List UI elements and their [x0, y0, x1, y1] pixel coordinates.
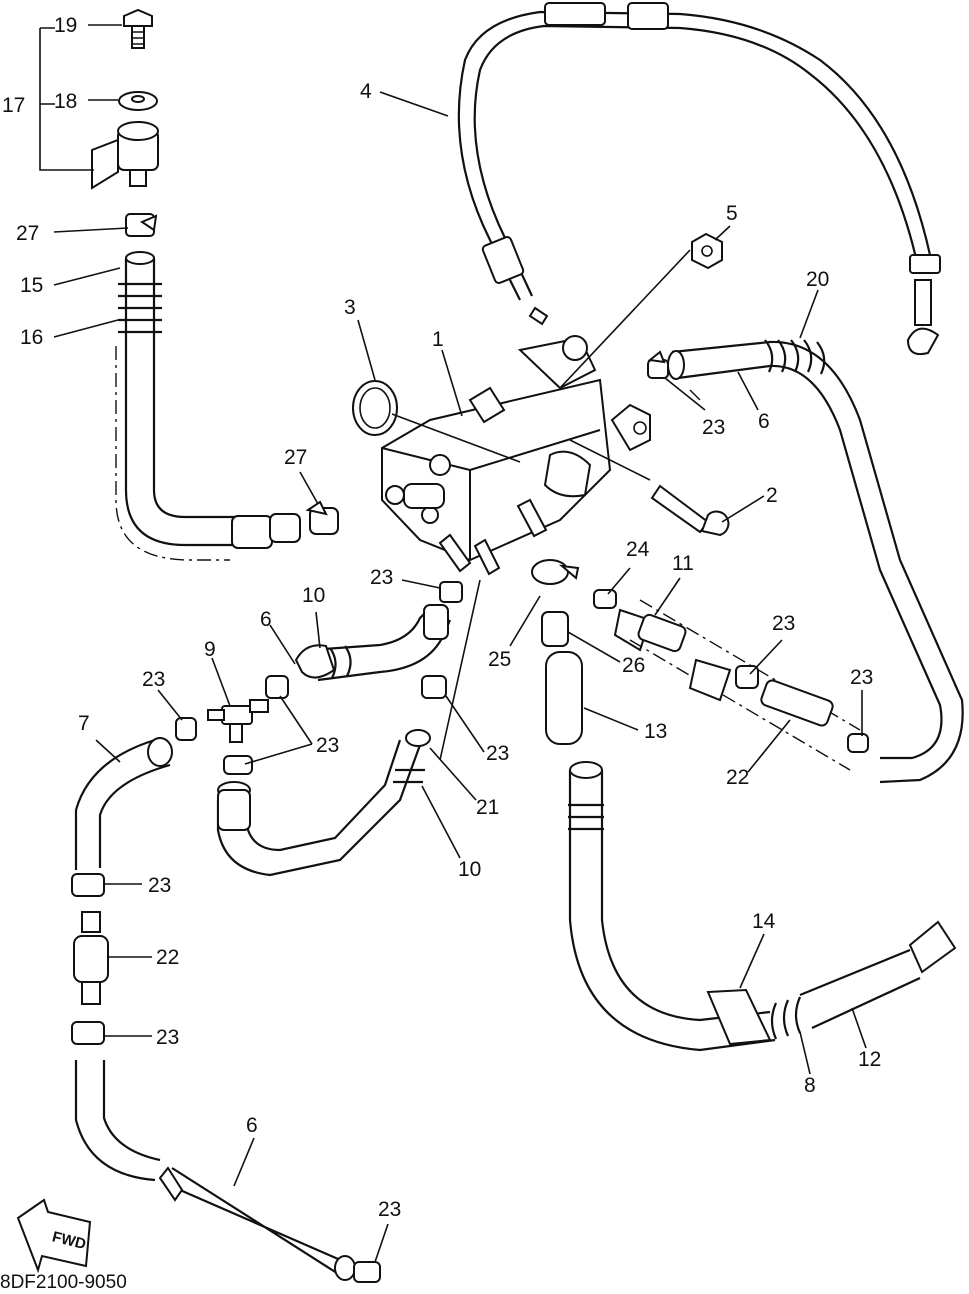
callout-23-left-a: 23 [148, 874, 171, 897]
callout-26: 26 [622, 654, 645, 677]
callout-5: 5 [726, 202, 738, 225]
callout-25: 25 [488, 648, 511, 671]
hose-long-lower [568, 761, 957, 1052]
o-ring-3 [352, 380, 398, 436]
callout-23-right-top: 23 [702, 416, 725, 439]
callout-23-mid: 23 [370, 566, 393, 589]
clamps-23-joint [175, 675, 289, 775]
hose-15-16 [115, 251, 301, 561]
clamp-27-upper [125, 213, 158, 237]
hose-10-lower [216, 675, 447, 877]
callout-2: 2 [766, 484, 778, 507]
callout-10-lower: 10 [458, 858, 481, 881]
callout-7: 7 [78, 712, 90, 735]
hose-20 [667, 339, 964, 784]
callout-19: 19 [54, 14, 77, 37]
diagram-code: 8DF2100-9050 [0, 1272, 127, 1293]
clamp-23-mid [439, 581, 463, 603]
callout-labels: 19 18 17 27 15 16 4 5 3 1 20 23 6 2 27 2… [2, 14, 881, 1221]
callout-20: 20 [806, 268, 829, 291]
nut-5 [691, 232, 723, 270]
damper-17 [91, 121, 159, 190]
bolt-19 [123, 8, 153, 49]
parts-drawing [16, 2, 964, 1283]
joint-9 [207, 699, 269, 743]
bracket [610, 403, 651, 452]
callout-14: 14 [752, 910, 776, 933]
washer-18 [118, 91, 158, 111]
hose-13 [545, 651, 583, 745]
callout-3: 3 [344, 296, 356, 319]
fwd-arrow-icon [16, 1198, 92, 1274]
callout-18: 18 [54, 90, 77, 113]
callout-6-right: 6 [758, 410, 770, 433]
callout-22-left: 22 [156, 946, 179, 969]
callout-22-right: 22 [726, 766, 749, 789]
callout-8: 8 [804, 1074, 816, 1097]
pump-1 [381, 335, 612, 576]
callout-6-bottom: 6 [246, 1114, 258, 1137]
callout-11: 11 [672, 552, 694, 575]
callout-23-left-b: 23 [156, 1026, 179, 1049]
callout-23-left: 23 [142, 668, 165, 691]
hose-10-upper [294, 604, 452, 682]
leader-lines [39, 24, 867, 1263]
callout-23-joint: 23 [316, 734, 339, 757]
filter-11-22 [593, 589, 869, 771]
cap-26 [541, 611, 569, 647]
hose-6-bottom [74, 1060, 381, 1283]
callout-13: 13 [644, 720, 667, 743]
clamp-23-upper-right [647, 350, 669, 379]
hose-7 [71, 737, 173, 1045]
callout-23-filter-right: 23 [850, 666, 873, 689]
callout-1: 1 [432, 328, 444, 351]
callout-27-lower: 27 [284, 446, 307, 469]
callout-6-mid: 6 [260, 608, 272, 631]
callout-23-center: 23 [486, 742, 509, 765]
callout-17: 17 [2, 94, 25, 117]
callout-16: 16 [20, 326, 43, 349]
clamp-25 [531, 559, 580, 585]
callout-12: 12 [858, 1048, 881, 1071]
callout-10-upper: 10 [302, 584, 325, 607]
callout-27-upper: 27 [16, 222, 39, 245]
clamp-27-lower [305, 500, 339, 535]
callout-21: 21 [476, 796, 499, 819]
callout-23-filter: 23 [772, 612, 795, 635]
callout-15: 15 [20, 274, 43, 297]
callout-9: 9 [204, 638, 216, 661]
cable-4 [457, 2, 941, 356]
callout-4: 4 [360, 80, 372, 103]
callout-23-bottom: 23 [378, 1198, 401, 1221]
callout-24: 24 [626, 538, 650, 561]
bolt-2 [650, 484, 730, 537]
